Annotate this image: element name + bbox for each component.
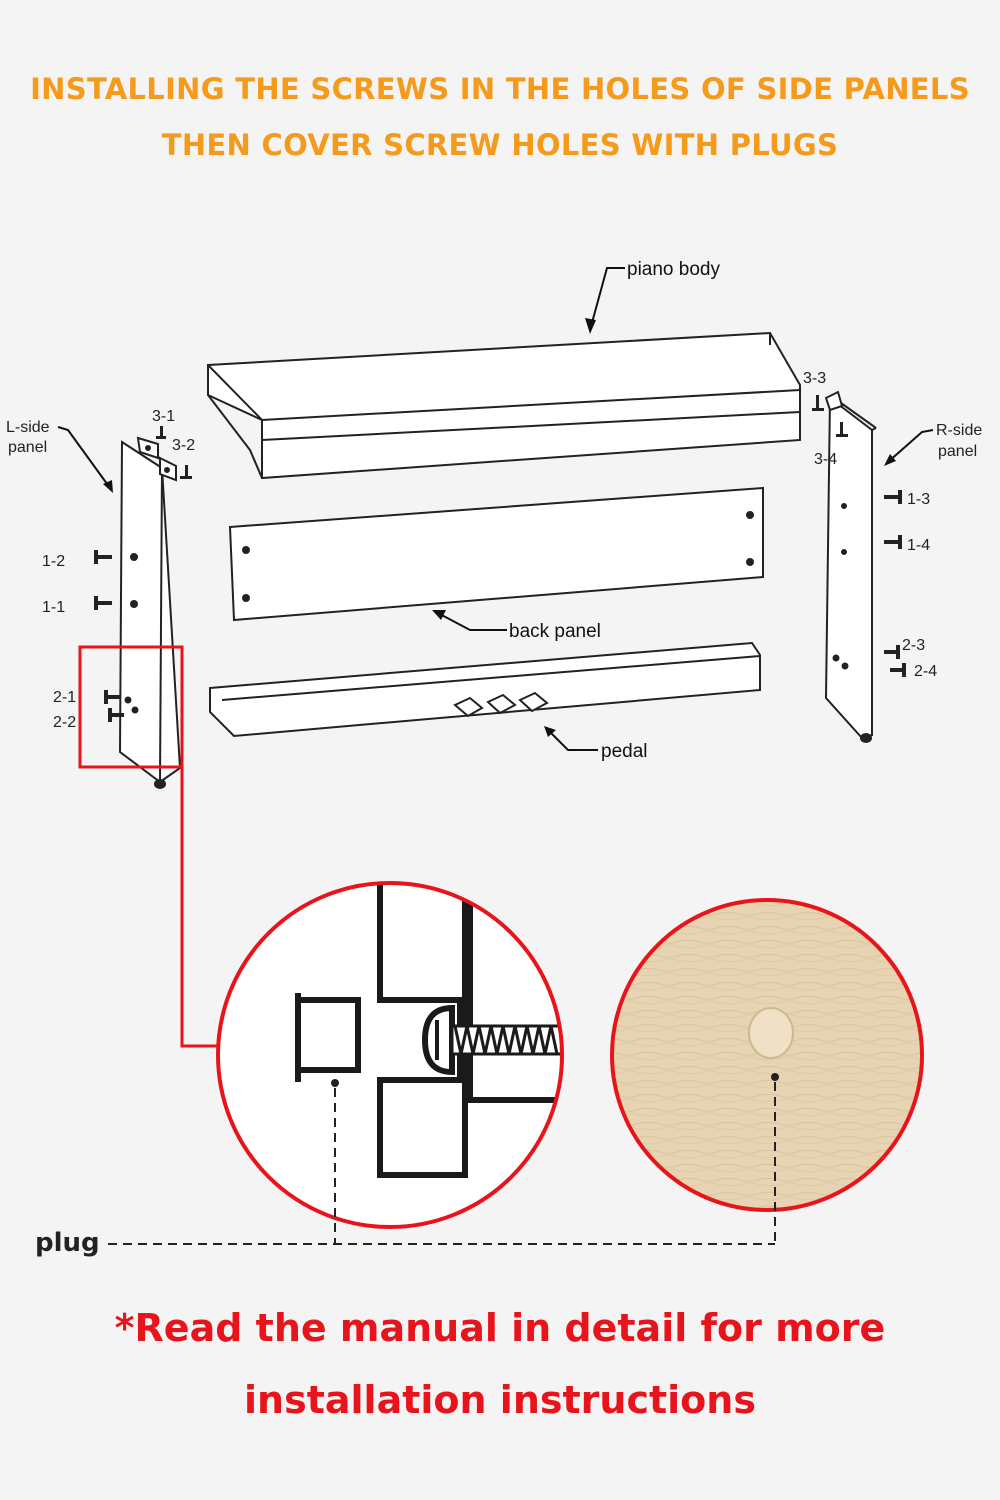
footer-line-2: installation instructions (244, 1378, 756, 1422)
highlight-connector (180, 767, 218, 1048)
zoom-circle-cross-section (216, 881, 564, 1229)
left-side-panel (118, 436, 182, 789)
zoom-circle-wood-plug (610, 898, 924, 1212)
plug-cap (748, 1007, 794, 1059)
screw-3-3-label: 3-3 (803, 370, 826, 387)
r-side-label-2: panel (938, 443, 977, 460)
heading-line-2: THEN COVER SCREW HOLES WITH PLUGS (161, 128, 839, 162)
screw-1-4-label: 1-4 (907, 537, 930, 554)
screw-3-2-label: 3-2 (172, 437, 195, 454)
r-side-arrow (887, 429, 934, 463)
screw-2-1-label: 2-1 (53, 689, 76, 706)
left-screws (94, 426, 192, 722)
pedal-arrow (547, 729, 598, 751)
screw-3-1-label: 3-1 (152, 408, 175, 425)
l-side-arrow (57, 426, 111, 489)
l-side-label-1: L-side (6, 419, 50, 436)
screw-2-2-label: 2-2 (53, 714, 76, 731)
highlight-box (78, 645, 184, 769)
piano-body-label: piano body (627, 259, 720, 280)
pedal-label: pedal (601, 741, 648, 762)
r-side-label-1: R-side (936, 422, 982, 439)
screw-2-4-label: 2-4 (914, 663, 937, 680)
plug-label: plug (35, 1228, 100, 1258)
right-side-panel (824, 390, 877, 743)
screw-1-2-label: 1-2 (42, 553, 65, 570)
piano-body-arrow (589, 267, 625, 331)
screw-1-1-label: 1-1 (42, 599, 65, 616)
screw-2-3-label: 2-3 (902, 637, 925, 654)
screw-1-3-label: 1-3 (907, 491, 930, 508)
l-side-label-2: panel (8, 439, 47, 456)
piano-body (207, 331, 801, 480)
right-screws (812, 395, 906, 677)
back-panel (228, 486, 764, 622)
pedal-board (209, 641, 761, 738)
back-panel-label: back panel (509, 621, 601, 642)
back-panel-arrow (435, 611, 507, 631)
plug-callout-lines (108, 1082, 776, 1245)
screw-3-4-label: 3-4 (814, 451, 837, 468)
heading-line-1: INSTALLING THE SCREWS IN THE HOLES OF SI… (30, 72, 970, 106)
footer-line-1: *Read the manual in detail for more (114, 1306, 886, 1350)
